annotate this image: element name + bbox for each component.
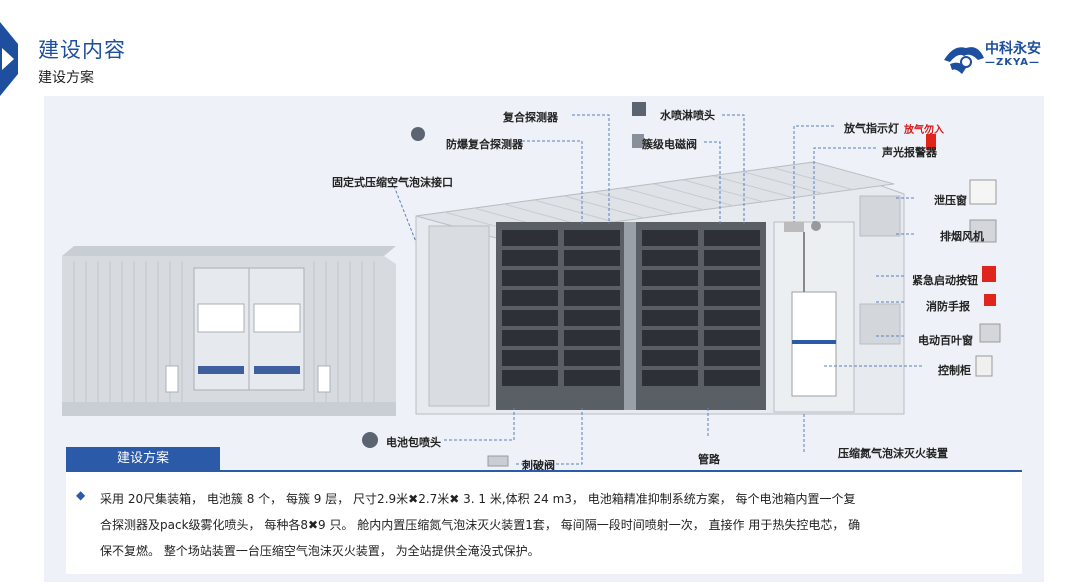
diamond-bullet-icon: ◆ [76,488,86,502]
label-control-cabinet: 控制柜 [938,364,971,377]
page-subtitle: 建设方案 [38,70,94,86]
description-line-2: 合探测器及pack级雾化喷头， 每种各8✖9 只。 舱内内置压缩氮气泡沫灭火装置… [100,518,861,532]
description-line-3: 保不复燃。 整个场站装置一台压缩空气泡沫灭火装置， 为全站提供全淹没式保护。 [100,544,540,558]
zkya-logo-icon [944,47,984,74]
label-foam-device: 压缩氮气泡沫灭火装置 [838,447,948,460]
logo-text-en: —ZKYA— [985,57,1041,68]
label-water-spray: 水喷淋喷头 [660,109,715,122]
label-cluster-valve: 簇级电磁阀 [642,138,697,151]
label-electric-louver: 电动百叶窗 [918,334,973,347]
description-box: 采用 20尺集装箱， 电池簇 8 个， 每簇 9 层， 尺寸2.9米✖2.7米✖… [66,472,1022,574]
label-composite-detector: 复合探测器 [503,111,558,124]
label-explosion-detector: 防爆复合探测器 [446,138,523,151]
label-emergency-button: 紧急启动按钮 [912,274,978,287]
label-puncture-valve: 刺破阀 [522,459,555,472]
label-release-light: 放气指示灯 [844,122,899,135]
logo-text-cn: 中科永安 [985,41,1041,57]
closed-container-illustration [62,246,396,416]
device-icons [362,102,1001,467]
label-pipeline: 管路 [698,453,720,466]
label-battery-nozzle: 电池包喷头 [386,436,441,449]
label-alarm: 声光报警器 [882,146,937,159]
label-exhaust-fan: 排烟风机 [940,230,984,243]
container-diagram [62,102,1001,467]
page-title: 建设内容 [38,38,126,62]
description-line-1: 采用 20尺集装箱， 电池簇 8 个， 每簇 9 层， 尺寸2.9米✖2.7米✖… [100,492,856,506]
label-pressure-window: 泄压窗 [934,194,967,207]
open-container-illustration [415,161,905,415]
label-fixed-interface: 固定式压缩空气泡沫接口 [332,176,453,189]
section-divider [66,470,1022,472]
label-release-light-sign: 放气勿入 [904,125,944,136]
corner-diamond-icon [0,22,18,96]
section-tab: 建设方案 [66,447,220,471]
label-fire-alarm: 消防手报 [926,300,970,313]
